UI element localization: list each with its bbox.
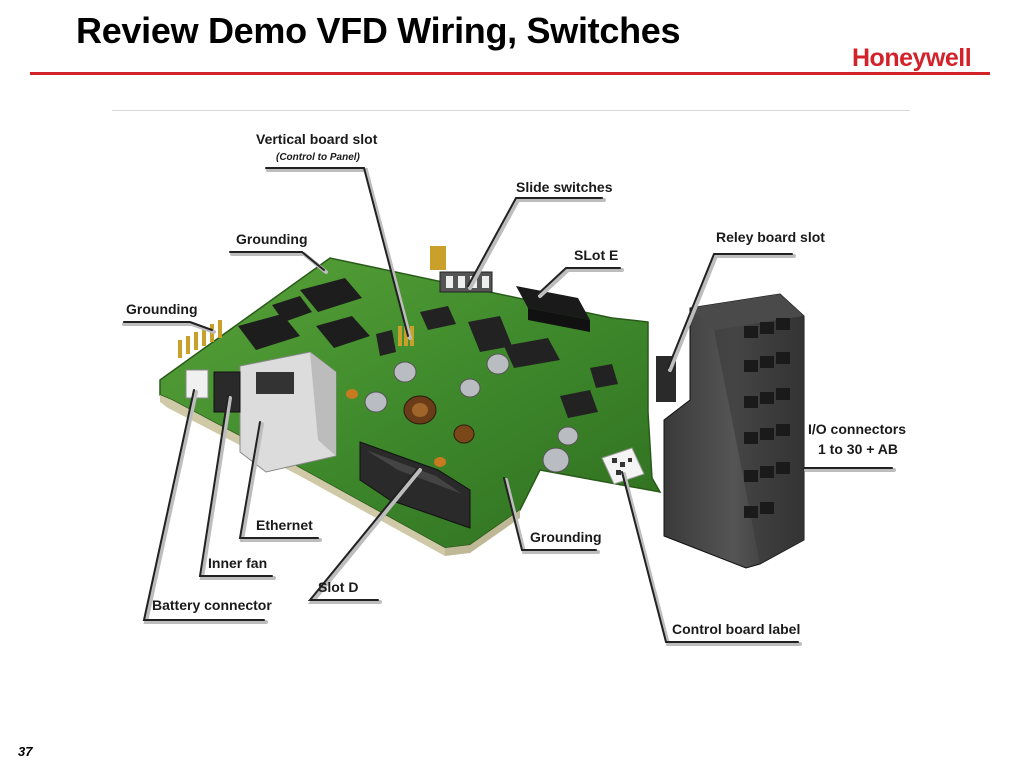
ic-chips (238, 278, 618, 418)
label-control-board-label: Control board label (672, 621, 800, 637)
title-underline (30, 72, 990, 75)
label-vertical-board-slot-sub: (Control to Panel) (276, 152, 361, 163)
control-board-label-sticker (601, 447, 645, 485)
slide-title: Review Demo VFD Wiring, Switches (76, 10, 681, 51)
label-grounding-left: Grounding (126, 301, 198, 317)
label-inner-fan: Inner fan (208, 555, 267, 571)
label-slide-switches: Slide switches (516, 179, 613, 195)
vertical-board-slot-header (398, 326, 414, 346)
ethernet-jack (239, 351, 337, 473)
label-reley-board-slot: Reley board slot (716, 229, 825, 245)
capacitors (346, 353, 579, 473)
callout-labels: Vertical board slot (Control to Panel) S… (126, 131, 906, 637)
page-number: 37 (18, 744, 33, 759)
label-vertical-board-slot: Vertical board slot (256, 131, 378, 147)
label-grounding-top: Grounding (236, 231, 308, 247)
leader-lines (122, 167, 896, 646)
label-ethernet: Ethernet (256, 517, 313, 533)
diagram-top-divider (112, 110, 910, 111)
label-io-connectors-line1: I/O connectors (808, 421, 906, 437)
honeywell-logo: Honeywell (852, 44, 972, 72)
slide-switch-bank (430, 246, 493, 293)
slot-e-header (516, 286, 590, 332)
battery-connector (185, 369, 209, 399)
label-slot-e: SLot E (574, 247, 618, 263)
label-battery-connector: Battery connector (152, 597, 272, 613)
io-terminal-blocks (663, 293, 805, 569)
label-io-connectors-line2: 1 to 30 + AB (818, 441, 898, 457)
label-slot-d: Slot D (318, 579, 358, 595)
label-grounding-bottom: Grounding (530, 529, 602, 545)
